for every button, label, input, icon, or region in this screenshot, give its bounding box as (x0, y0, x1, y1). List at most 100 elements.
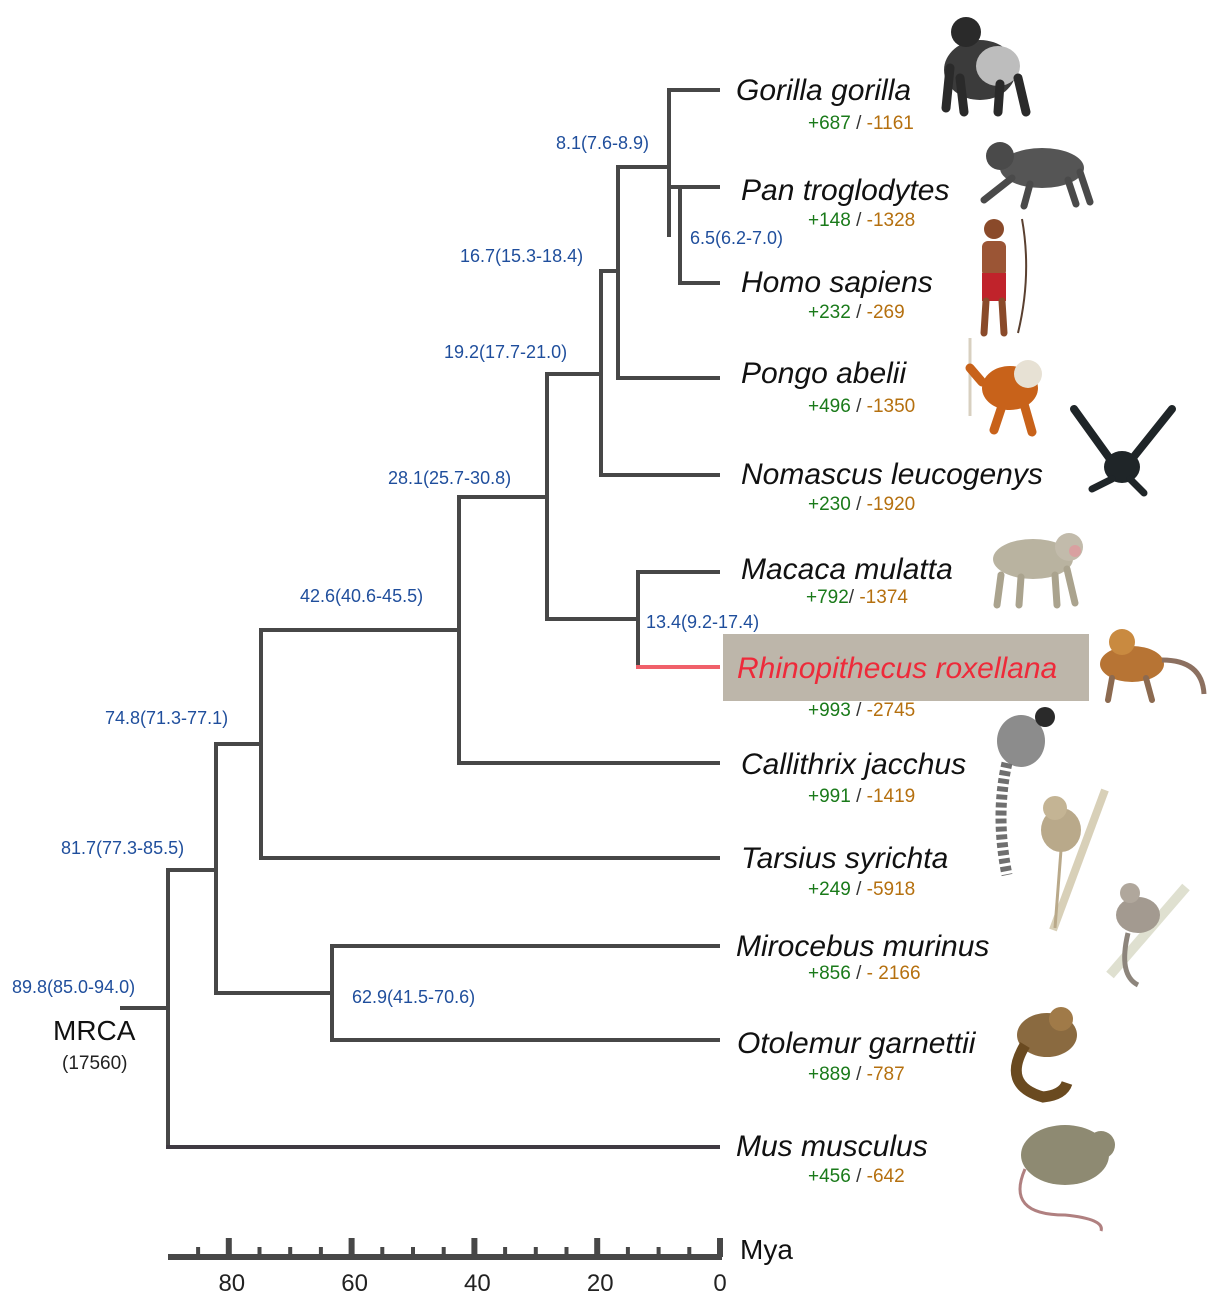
gene-loss-count: -1161 (867, 113, 914, 134)
taxon-name: Tarsius syrichta (741, 842, 948, 875)
branch-hominini (667, 88, 720, 285)
gene-change-separator: / (851, 494, 867, 515)
axis-tick-label: 80 (218, 1270, 245, 1291)
gene-loss-count: -2745 (867, 700, 916, 721)
human-icon (982, 219, 1026, 333)
gene-loss-count: - 2166 (867, 963, 921, 984)
gene-change-separator: / (851, 1166, 867, 1187)
taxon-name: Homo sapiens (741, 266, 933, 299)
gene-gain-count: +148 (808, 210, 851, 231)
taxon-name: Macaca mulatta (741, 553, 953, 586)
gene-loss-count: -1350 (867, 396, 916, 417)
snub-nosed-monkey-icon (1100, 629, 1204, 700)
gene-gain-count: +991 (808, 786, 851, 807)
gene-change-separator: / (851, 302, 867, 323)
branch-catarrhini (545, 372, 640, 621)
gene-gain-count: +249 (808, 879, 851, 900)
taxon-name: Rhinopithecus roxellana (737, 652, 1057, 685)
node-label-old-world-monkeys: 13.4(9.2-17.4) (646, 612, 759, 632)
node-label-root: 89.8(85.0-94.0) (12, 977, 135, 997)
gene-change-separator: / (851, 879, 867, 900)
chimpanzee-icon (984, 142, 1090, 206)
taxon-gene-change: +230 / -1920 (808, 494, 915, 515)
gorilla-icon (944, 17, 1026, 112)
gene-loss-count: -5918 (867, 879, 916, 900)
gene-gain-count: +232 (808, 302, 851, 323)
axis-tick-label: 0 (713, 1270, 726, 1291)
taxon-gene-change: +496 / -1350 (808, 396, 915, 417)
branch-root (120, 868, 218, 1149)
branch-primates (214, 742, 334, 995)
taxon-name: Mus musculus (736, 1130, 928, 1163)
gene-loss-count: -269 (867, 302, 905, 323)
taxon-gene-change: +993 / -2745 (808, 700, 915, 721)
taxon-name: Pongo abelii (741, 357, 907, 390)
gene-change-separator: / (851, 786, 867, 807)
root-label: MRCA (53, 1015, 136, 1046)
node-label-strepsirrhini: 62.9(41.5-70.6) (352, 987, 475, 1007)
mouse-icon (1020, 1125, 1115, 1231)
gene-gain-count: +792 (806, 587, 849, 608)
tarsier-icon (1041, 790, 1105, 930)
taxon-name: Mirocebus murinus (736, 930, 989, 963)
branch-haplorhini (259, 628, 720, 860)
taxon-name: Gorilla gorilla (736, 74, 911, 107)
node-label-gorilla-homo-pan: 8.1(7.6-8.9) (556, 133, 649, 153)
gene-gain-count: +993 (808, 700, 851, 721)
macaque-icon (993, 533, 1083, 605)
axis-tick-label: 20 (587, 1270, 614, 1291)
gene-change-separator: / (851, 210, 867, 231)
gene-loss-count: -1374 (859, 587, 908, 608)
marmoset-icon (997, 707, 1055, 875)
node-label-pan-homo: 6.5(6.2-7.0) (690, 228, 783, 248)
axis-tick-label: 40 (464, 1270, 491, 1291)
node-label-catarrhini: 28.1(25.7-30.8) (388, 468, 511, 488)
gene-gain-count: +230 (808, 494, 851, 515)
galago-icon (1016, 1007, 1077, 1097)
node-label-hominoidea: 19.2(17.7-21.0) (444, 342, 567, 362)
gene-loss-count: -1419 (867, 786, 916, 807)
node-label-anthropoidea: 42.6(40.6-45.5) (300, 586, 423, 606)
axis-unit-label: Mya (740, 1234, 793, 1265)
taxon-gene-change: +792/ -1374 (806, 587, 908, 608)
gene-gain-count: +856 (808, 963, 851, 984)
gene-loss-count: -787 (867, 1064, 905, 1085)
gene-gain-count: +496 (808, 396, 851, 417)
gene-change-separator: / (851, 396, 867, 417)
gene-change-separator: / (849, 587, 860, 608)
gene-change-separator: / (851, 113, 867, 134)
taxon-gene-change: +856 / - 2166 (808, 963, 921, 984)
orangutan-icon (970, 338, 1042, 432)
node-label-hominidae: 16.7(15.3-18.4) (460, 246, 583, 266)
node-label-haplorhini: 74.8(71.3-77.1) (105, 708, 228, 728)
gene-change-separator: / (851, 700, 867, 721)
taxon-gene-change: +249 / -5918 (808, 879, 915, 900)
taxon-gene-change: +687 / -1161 (808, 113, 914, 134)
gene-change-separator: / (851, 1064, 867, 1085)
gene-gain-count: +889 (808, 1064, 851, 1085)
root-count: (17560) (62, 1053, 128, 1074)
taxon-gene-change: +889 / -787 (808, 1064, 905, 1085)
node-label-primates: 81.7(77.3-85.5) (61, 838, 184, 858)
taxon-gene-change: +148 / -1328 (808, 210, 915, 231)
gene-change-separator: / (851, 963, 867, 984)
gene-loss-count: -1328 (867, 210, 916, 231)
gene-gain-count: +687 (808, 113, 851, 134)
gene-gain-count: +456 (808, 1166, 851, 1187)
taxon-gene-change: +991 / -1419 (808, 786, 915, 807)
gene-loss-count: -1920 (867, 494, 916, 515)
taxon-name: Callithrix jacchus (741, 748, 966, 781)
gene-loss-count: -642 (867, 1166, 905, 1187)
mouse-lemur-icon (1110, 883, 1186, 985)
taxon-name: Pan troglodytes (741, 174, 949, 207)
taxon-name: Otolemur garnettii (737, 1027, 977, 1060)
taxon-gene-change: +232 / -269 (808, 302, 905, 323)
taxon-name: Nomascus leucogenys (741, 458, 1043, 491)
time-axis: 80 60 40 20 0 (168, 1238, 727, 1291)
gibbon-icon (1074, 409, 1172, 493)
taxon-gene-change: +456 / -642 (808, 1166, 905, 1187)
axis-tick-label: 60 (341, 1270, 368, 1291)
